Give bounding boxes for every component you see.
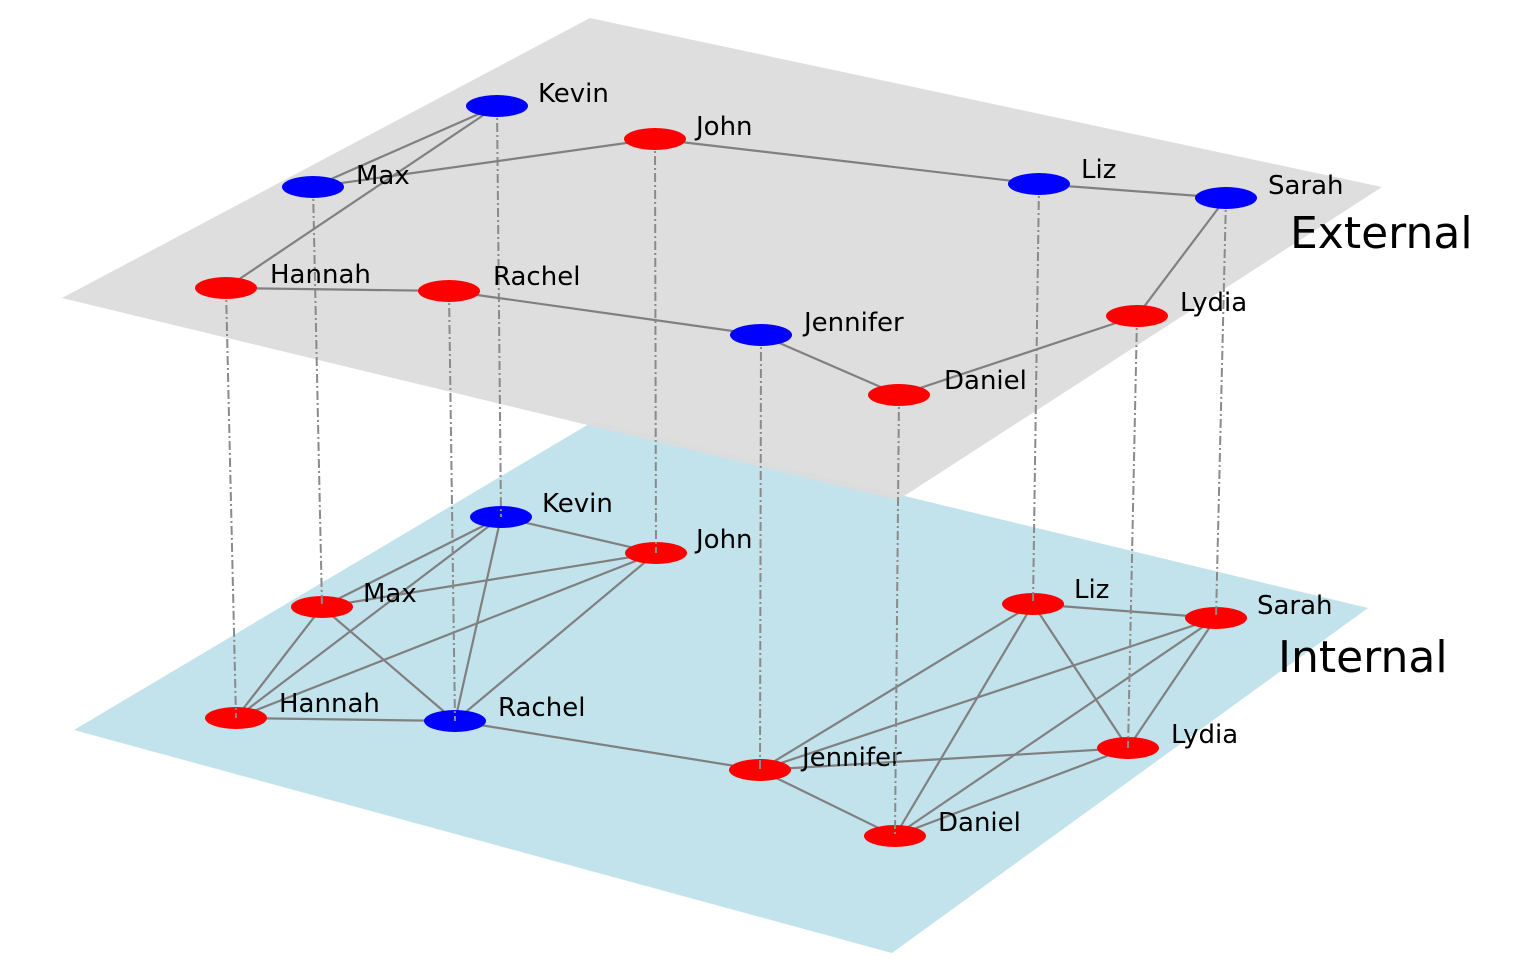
external-node-label-liz: Liz [1081,155,1116,185]
internal-edge-max-hannah [235,606,323,719]
external-edge-john-liz [654,137,1040,186]
external-node-label-lydia: Lydia [1180,288,1247,318]
interlayer-edge-rachel [448,290,456,722]
external-node-rachel [418,280,480,302]
external-edge-liz-sarah [1038,182,1227,200]
external-node-max [282,176,344,198]
external-edge-rachel-hannah [225,286,450,293]
external-edge-lydia-daniel [898,314,1138,397]
external-node-label-hannah: Hannah [270,260,371,290]
external-node-label-kevin: Kevin [538,79,609,109]
internal-edge-rachel-jennifer [454,719,761,772]
internal-node-label-jennifer: Jennifer [800,743,902,773]
internal-node-label-max: Max [363,579,417,609]
external-edge-daniel-jennifer [760,333,900,397]
external-node-label-jennifer: Jennifer [802,308,904,338]
internal-node-label-hannah: Hannah [279,689,380,719]
external-edge-jennifer-rachel [448,289,762,337]
internal-node-label-lydia: Lydia [1171,720,1238,750]
internal-edge-sarah-lydia [1127,617,1217,749]
internal-node-label-kevin: Kevin [542,489,613,519]
interlayer-edge-jennifer [759,334,762,771]
internal-edge-jennifer-lydia [759,746,1129,772]
interlayer-edge-lydia [1127,315,1138,749]
interlayer-edge-liz [1032,183,1040,605]
internal-plane [74,421,1368,953]
interlayer-edges [225,105,1227,837]
internal-edge-kevin-max [321,516,502,608]
internal-edge-john-hannah [235,551,657,720]
interlayer-edge-hannah [225,287,237,719]
interlayer-edge-john [654,138,657,554]
internal-edge-jennifer-sarah [759,616,1217,772]
external-node-hannah [195,277,257,299]
internal-node-label-sarah: Sarah [1257,591,1333,621]
external-node-label-daniel: Daniel [944,366,1027,396]
external-edges [225,104,1227,397]
external-edge-kevin-max [312,104,498,189]
external-node-jennifer [730,324,792,346]
external-node-label-rachel: Rachel [493,262,580,292]
internal-edge-daniel-sarah [894,617,1217,837]
internal-edge-john-rachel [454,552,657,722]
interlayer-edge-sarah [1215,197,1227,619]
external-edge-sarah-lydia [1136,197,1227,317]
internal-edge-daniel-liz [894,603,1034,837]
internal-node-daniel [864,825,926,847]
internal-edge-liz-lydia [1032,603,1129,749]
internal-edge-kevin-hannah [235,516,502,719]
internal-edge-max-rachel [321,606,456,722]
interlayer-edge-daniel [894,394,900,837]
internal-node-label-daniel: Daniel [938,808,1021,838]
internal-edge-jennifer-daniel [759,769,896,837]
external-node-john [624,128,686,150]
internal-edge-daniel-lydia [894,746,1129,838]
external-node-label-max: Max [356,161,410,191]
internal-node-label-liz: Liz [1074,575,1109,605]
external-node-kevin [466,95,528,117]
internal-layer-label: Internal [1278,632,1448,683]
external-edge-max-john [312,137,656,189]
external-nodes [195,95,1257,406]
internal-edge-liz-sarah [1032,602,1217,620]
external-layer-label: External [1290,208,1473,259]
external-node-sarah [1195,187,1257,209]
internal-edge-john-max [321,551,657,609]
internal-node-label-rachel: Rachel [498,693,585,723]
external-node-lydia [1106,305,1168,327]
internal-edge-kevin-rachel [453,516,503,722]
external-node-liz [1008,173,1070,195]
internal-node-label-john: John [694,525,753,555]
interlayer-edge-max [312,186,323,608]
internal-node-jennifer [729,759,791,781]
external-plane [62,18,1382,500]
interlayer-edge-kevin [496,105,502,518]
external-edge-kevin-hannah [225,105,498,289]
external-node-label-sarah: Sarah [1268,171,1344,201]
internal-edge-hannah-rachel [235,716,456,723]
external-node-daniel [868,384,930,406]
external-node-label-john: John [694,112,753,142]
